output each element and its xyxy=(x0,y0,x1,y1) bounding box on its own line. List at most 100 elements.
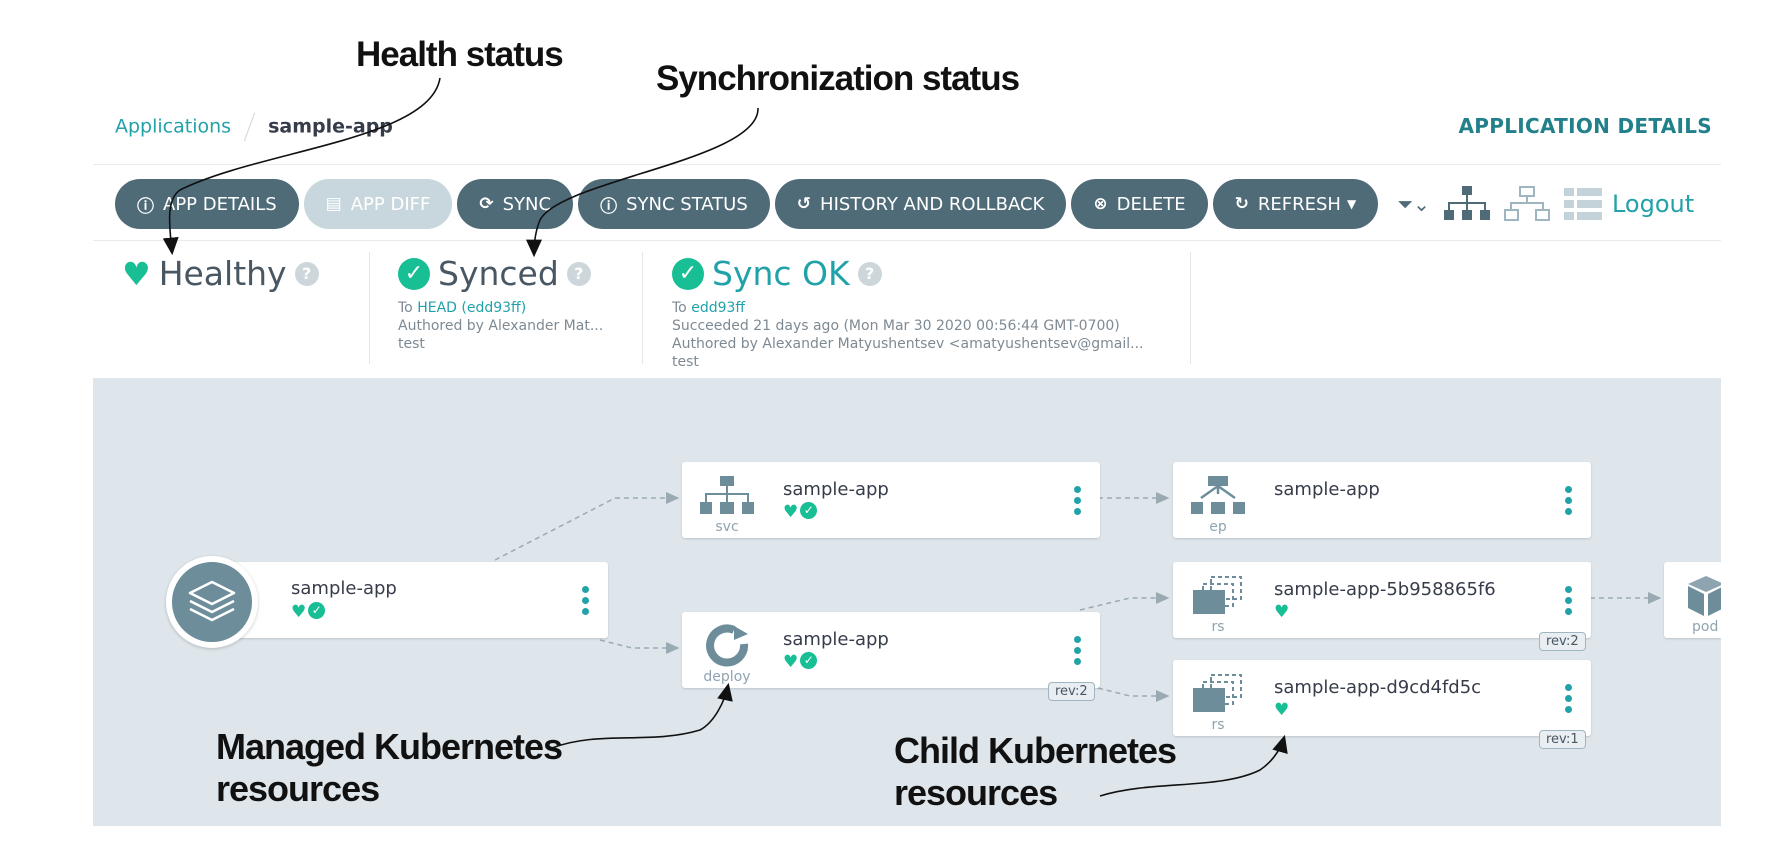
history-rollback-label: HISTORY AND ROLLBACK xyxy=(820,193,1045,215)
layers-icon xyxy=(188,580,236,622)
deploy-node-status: ♥✓ xyxy=(783,652,818,672)
heart-icon: ♥ xyxy=(783,502,799,522)
service-icon xyxy=(700,476,754,514)
pod-kind-label: pod xyxy=(1692,619,1719,635)
rs-node[interactable]: rs sample-app-d9cd4fd5c ♥ xyxy=(1173,660,1591,736)
sync-revision-link[interactable]: HEAD (edd93ff) xyxy=(417,300,527,316)
history-icon: ↺ xyxy=(796,194,812,214)
rs-node-menu[interactable] xyxy=(1565,586,1573,619)
operation-message: test xyxy=(672,354,699,370)
operation-status-label: Sync OK xyxy=(712,254,850,293)
app-icon-circle xyxy=(166,556,258,648)
breadcrumb-applications-link[interactable]: Applications xyxy=(115,115,232,138)
operation-revision-link[interactable]: edd93ff xyxy=(691,300,746,316)
delete-button[interactable]: ⊗ DELETE xyxy=(1071,179,1208,229)
logout-link[interactable]: Logout xyxy=(1611,190,1695,218)
list-view-icon[interactable] xyxy=(1563,188,1602,220)
info-icon: ⓘ xyxy=(137,196,154,217)
sync-message: test xyxy=(398,336,425,352)
heart-icon: ♥ xyxy=(1274,700,1290,720)
health-status-panel: ♥ Healthy ? xyxy=(122,254,319,364)
info-icon: ⓘ xyxy=(600,196,618,217)
sync-target-prefix: To xyxy=(398,300,413,316)
rs-revision-badge: rev:2 xyxy=(1539,632,1586,651)
ep-node[interactable]: ep sample-app xyxy=(1173,462,1591,538)
callout-child-line1: Child Kubernetes xyxy=(894,730,1177,771)
heart-icon: ♥ xyxy=(1274,602,1290,622)
health-status-label: Healthy xyxy=(158,254,287,293)
rs-node-name: sample-app-d9cd4fd5c xyxy=(1274,677,1482,698)
sync-icon: ⟳ xyxy=(479,194,494,214)
rs-kind-label: rs xyxy=(1211,619,1225,635)
edge-app-deploy xyxy=(599,639,680,654)
operation-status-panel: ✓ Sync OK ? To edd93ff Succeeded 21 days… xyxy=(672,254,1144,370)
times-circle-icon: ⊗ xyxy=(1093,194,1108,214)
deploy-node[interactable]: deploy sample-app ♥✓ xyxy=(682,612,1100,688)
rs-node-name: sample-app-5b958865f6 xyxy=(1274,579,1496,600)
pod-icon xyxy=(1688,576,1721,616)
file-diff-icon: ▤ xyxy=(325,194,342,214)
heart-icon: ♥ xyxy=(291,602,307,622)
deploy-node-menu[interactable] xyxy=(1074,636,1082,669)
ep-kind-label: ep xyxy=(1209,519,1227,535)
refresh-label: REFRESH xyxy=(1257,193,1341,215)
sync-button[interactable]: ⟳ SYNC xyxy=(457,179,574,229)
svc-node-status: ♥✓ xyxy=(783,502,818,522)
rs-node[interactable]: rs sample-app-5b958865f6 ♥ xyxy=(1173,562,1591,638)
callout-child-line2: resources xyxy=(894,772,1058,813)
replicaset-icon xyxy=(1193,576,1242,614)
redo-icon: ↻ xyxy=(1234,194,1249,214)
svc-node[interactable]: svc sample-app ♥✓ xyxy=(682,462,1100,538)
pod-node[interactable]: pod xyxy=(1664,562,1721,638)
app-diff-label: APP DIFF xyxy=(350,193,431,215)
app-node[interactable]: sample-app ♥✓ xyxy=(205,562,608,638)
caret-down-icon: ▼ xyxy=(1346,197,1357,211)
refresh-button[interactable]: ↻ REFRESH ▼ xyxy=(1212,179,1379,229)
endpoints-icon xyxy=(1191,476,1245,514)
sync-label: SYNC xyxy=(502,193,552,215)
edge-deploy-rs1 xyxy=(1079,592,1170,611)
operation-target: To edd93ff xyxy=(672,299,1144,317)
sync-status-label: SYNC STATUS xyxy=(626,193,748,215)
filter-icon[interactable]: ⏷⌄ xyxy=(1397,192,1430,216)
deploy-node-name: sample-app xyxy=(783,629,889,650)
ep-node-name: sample-app xyxy=(1274,479,1380,500)
edge-deploy-rs2 xyxy=(1097,687,1170,702)
sync-status-button[interactable]: ⓘ SYNC STATUS xyxy=(578,179,770,229)
network-view-icon[interactable] xyxy=(1503,186,1550,222)
svc-node-menu[interactable] xyxy=(1074,486,1082,519)
delete-label: DELETE xyxy=(1116,193,1186,215)
rs-node-menu[interactable] xyxy=(1565,684,1573,717)
status-separator xyxy=(369,252,370,364)
app-diff-button[interactable]: ▤ APP DIFF xyxy=(303,179,453,229)
help-icon[interactable]: ? xyxy=(294,261,319,286)
app-node-name: sample-app xyxy=(291,578,397,599)
operation-target-prefix: To xyxy=(672,300,687,316)
replicaset-icon xyxy=(1193,674,1242,712)
edge-app-svc xyxy=(494,492,680,561)
help-icon[interactable]: ? xyxy=(566,261,591,286)
callout-sync-status: Synchronization status xyxy=(656,59,1020,98)
sync-status: ✓ Synced ? xyxy=(398,254,603,293)
rs-kind-label: rs xyxy=(1211,717,1225,733)
rs-revision-badge: rev:1 xyxy=(1539,730,1586,749)
callout-managed-line1: Managed Kubernetes xyxy=(216,726,563,767)
tree-view-icon[interactable] xyxy=(1443,186,1490,222)
app-details-button[interactable]: ⓘ APP DETAILS xyxy=(115,179,299,229)
toolbar: ⓘ APP DETAILS ▤ APP DIFF ⟳ SYNC ⓘ SYNC STATU… xyxy=(115,179,1694,229)
app-details-label: APP DETAILS xyxy=(163,193,277,215)
deploy-revision-badge: rev:2 xyxy=(1048,682,1095,701)
rs-node-status: ♥ xyxy=(1274,700,1289,720)
operation-status: ✓ Sync OK ? xyxy=(672,254,1144,293)
sync-status-label: Synced xyxy=(438,254,559,293)
help-icon[interactable]: ? xyxy=(857,261,882,286)
app-node-menu[interactable] xyxy=(582,586,590,619)
status-separator xyxy=(1190,252,1191,364)
history-rollback-button[interactable]: ↺ HISTORY AND ROLLBACK xyxy=(774,179,1067,229)
callout-managed-line2: resources xyxy=(216,768,380,809)
ep-node-menu[interactable] xyxy=(1565,486,1573,519)
check-circle-icon: ✓ xyxy=(672,257,704,290)
heart-icon: ♥ xyxy=(783,652,799,672)
